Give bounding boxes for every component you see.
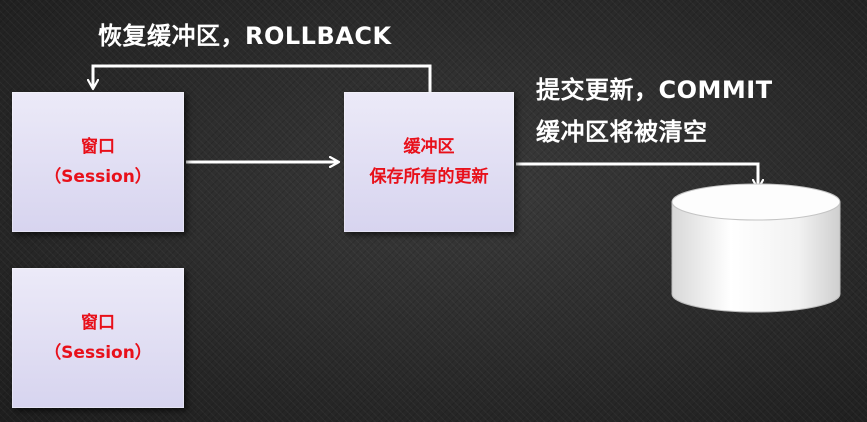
session-window-box-2: 窗口 （Session）: [12, 268, 184, 408]
buffer-box: 缓冲区 保存所有的更新: [344, 92, 514, 232]
window-label: 窗口: [81, 313, 115, 333]
database-cylinder-icon: [671, 183, 841, 313]
buffer-cleared-label: 缓冲区将被清空: [536, 118, 708, 146]
buffer-description: 保存所有的更新: [369, 167, 489, 187]
buffer-label: 缓冲区: [403, 137, 455, 157]
commit-arrow: [516, 162, 758, 188]
window-label: 窗口: [81, 137, 115, 157]
session-label: （Session）: [44, 343, 152, 363]
session-window-box-1: 窗口 （Session）: [12, 92, 184, 232]
rollback-label: 恢复缓冲区，ROLLBACK: [98, 22, 392, 50]
session-label: （Session）: [44, 167, 152, 187]
rollback-arrow: [93, 64, 432, 92]
commit-label: 提交更新，COMMIT: [536, 76, 773, 104]
